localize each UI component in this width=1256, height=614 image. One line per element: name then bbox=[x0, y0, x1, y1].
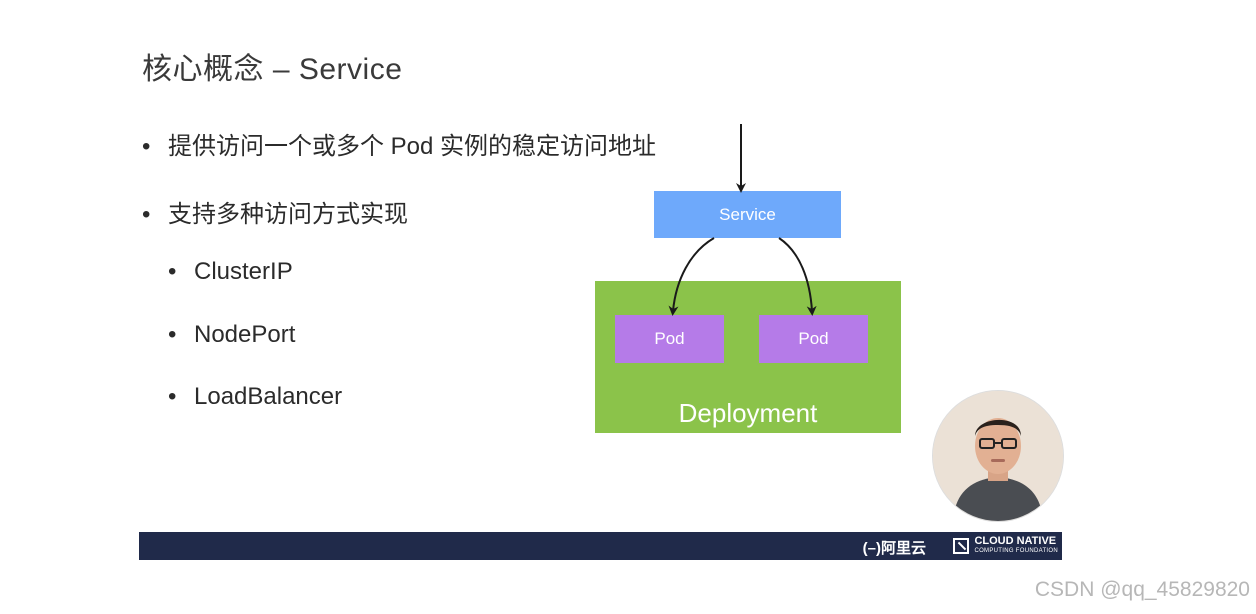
sub-bullet-item: • LoadBalancer bbox=[168, 383, 342, 411]
sub-bullet-text: LoadBalancer bbox=[194, 383, 343, 410]
footer-bar: (–)阿里云 CLOUD NATIVE COMPUTING FOUNDATION bbox=[139, 532, 1062, 560]
slide-title: 核心概念 – Service bbox=[142, 53, 403, 86]
watermark: CSDN @qq_45829820 bbox=[1034, 578, 1250, 601]
pod-box-2: Pod bbox=[759, 315, 868, 363]
pod-label: Pod bbox=[798, 329, 829, 348]
bullet-dot: • bbox=[142, 133, 151, 160]
bullet-dot: • bbox=[142, 201, 151, 228]
presenter-avatar-icon bbox=[932, 390, 1064, 522]
bullet-dot: • bbox=[168, 321, 177, 348]
bullet-item: • 支持多种访问方式实现 bbox=[142, 194, 408, 229]
pod-box-1: Pod bbox=[615, 315, 724, 363]
deployment-label: Deployment bbox=[678, 398, 818, 428]
sub-bullet-text: ClusterIP bbox=[194, 258, 293, 285]
cncf-logo: CLOUD NATIVE COMPUTING FOUNDATION bbox=[953, 536, 1058, 555]
sub-bullet-item: • ClusterIP bbox=[168, 258, 293, 286]
aliyun-logo: (–)阿里云 bbox=[862, 540, 926, 557]
sub-bullet-text: NodePort bbox=[194, 321, 296, 348]
bullet-dot: • bbox=[168, 383, 177, 410]
bullet-text: 支持多种访问方式实现 bbox=[168, 201, 408, 228]
cncf-mark-icon bbox=[953, 537, 970, 554]
service-label: Service bbox=[719, 204, 776, 224]
cncf-line1: CLOUD NATIVE bbox=[974, 535, 1057, 547]
bullet-text: 提供访问一个或多个 Pod 实例的稳定访问地址 bbox=[168, 133, 657, 160]
bullet-dot: • bbox=[168, 258, 177, 285]
pod-label: Pod bbox=[654, 329, 685, 348]
cncf-line2: COMPUTING FOUNDATION bbox=[974, 548, 1058, 554]
service-box: Service bbox=[654, 191, 841, 238]
bullet-item: • 提供访问一个或多个 Pod 实例的稳定访问地址 bbox=[142, 126, 656, 161]
sub-bullet-item: • NodePort bbox=[168, 321, 295, 349]
